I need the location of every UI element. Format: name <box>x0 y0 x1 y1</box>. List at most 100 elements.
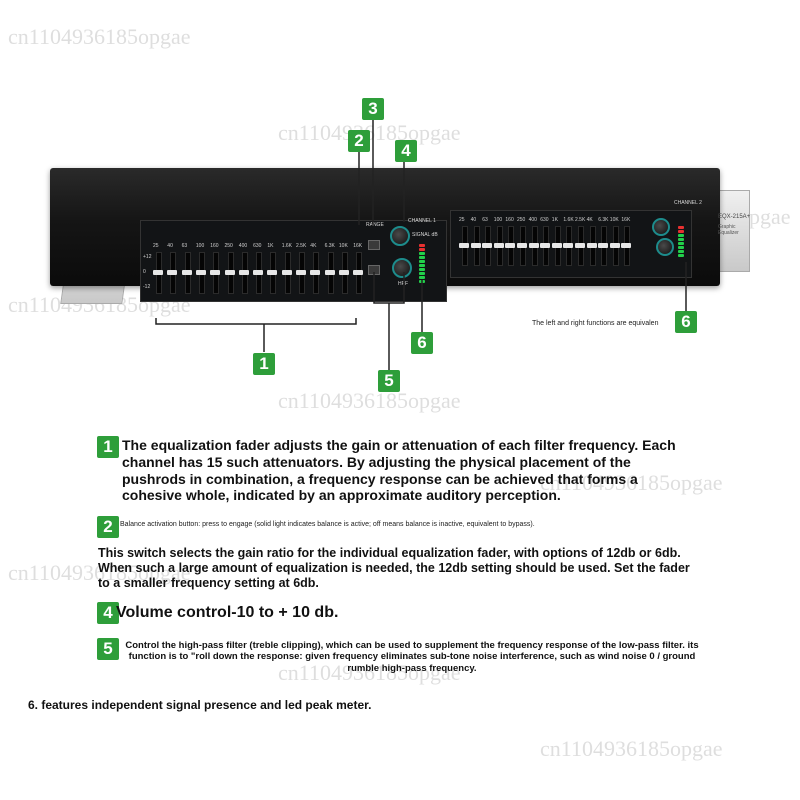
eq-fader-cap <box>459 243 469 248</box>
eq-frequency-label: 1.6K <box>281 243 292 249</box>
eq-fader-cap <box>493 243 504 248</box>
led-meter-segment <box>678 242 684 245</box>
item-4-text: Volume control-10 to + 10 db. <box>116 604 339 621</box>
ch2-hpf-knob <box>656 238 674 256</box>
eq-fader-cap <box>167 270 178 275</box>
eq-frequency-label: 630 <box>540 217 549 223</box>
eq-fader-cap <box>153 270 163 275</box>
eq-fader-cap <box>210 270 221 275</box>
eq-fader-cap <box>324 270 335 275</box>
eq-fader-cap <box>353 270 364 275</box>
channel-2-label: CHANNEL 2 <box>674 200 702 206</box>
eq-frequency-label: 16K <box>353 243 363 249</box>
text-badge-4: 4 <box>97 602 119 624</box>
eq-fader-cap <box>296 270 306 275</box>
eq-frequency-label: 160 <box>210 243 219 249</box>
text-badge-1: 1 <box>97 436 119 458</box>
callout-badge-6-right: 6 <box>675 311 697 333</box>
side-note: The left and right functions are equival… <box>532 320 659 327</box>
led-meter-segment <box>678 234 684 237</box>
eq-frequency-label: 16K <box>621 217 631 223</box>
callout-badge-6: 6 <box>411 332 433 354</box>
eq-fader-cap <box>224 270 235 275</box>
callout-badge-5: 5 <box>378 370 400 392</box>
eq-frequency-label: 1K <box>551 217 558 223</box>
signal-label: SIGNAL dB <box>412 232 438 238</box>
model-label: EQX-215A+ <box>718 214 751 220</box>
range-label: RANGE <box>366 222 384 228</box>
eq-fader-cap <box>563 243 574 248</box>
eq-fader-cap <box>470 243 481 248</box>
led-meter-segment <box>678 238 684 241</box>
db-mark-top: +12 <box>143 254 152 260</box>
eq-fader-cap <box>338 270 349 275</box>
led-meter-segment <box>419 256 425 259</box>
eq-frequency-label: 10K <box>609 217 619 223</box>
led-meter-segment <box>419 244 425 247</box>
led-meter-segment <box>419 252 425 255</box>
item-2-text: Balance activation button: press to enga… <box>120 521 535 528</box>
led-meter-segment <box>419 260 425 263</box>
eq-frequency-label: 25 <box>459 217 465 223</box>
eq-frequency-label: 100 <box>493 217 503 223</box>
eq-fader-cap <box>540 243 551 248</box>
item-5-text: Control the high-pass filter (treble cli… <box>125 640 699 674</box>
db-mark-mid: 0 <box>143 269 146 275</box>
led-meter-segment <box>419 248 425 251</box>
text-badge-2: 2 <box>97 516 119 538</box>
eq-fader-cap <box>181 270 192 275</box>
eq-fader-cap <box>586 243 597 248</box>
callout-badge-2: 2 <box>348 130 370 152</box>
eq-frequency-label: 63 <box>181 243 188 249</box>
eq-fader-cap <box>238 270 249 275</box>
channel-1-label: CHANNEL 1 <box>408 218 436 224</box>
item-3-text: This switch selects the gain ratio for t… <box>98 546 690 590</box>
eq-frequency-label: 63 <box>482 217 488 223</box>
eq-frequency-label: 2.5K <box>575 217 586 223</box>
range-knob <box>390 226 410 246</box>
item-1-text: The equalization fader adjusts the gain … <box>122 437 676 504</box>
eq-fader-cap <box>482 243 493 248</box>
subtitle-label: Graphic Equalizer <box>718 224 739 236</box>
eq-frequency-label: 160 <box>505 217 514 223</box>
eq-frequency-label: 25 <box>153 243 159 249</box>
eq-frequency-label: 40 <box>167 243 173 249</box>
led-meter-segment <box>419 264 425 267</box>
led-meter-segment <box>419 272 425 275</box>
eq-fader-cap <box>505 243 516 248</box>
eq-fader-cap <box>267 270 278 275</box>
eq-fader-cap <box>253 270 264 275</box>
eq-frequency-label: 400 <box>238 243 248 249</box>
eq-frequency-label: 1.6K <box>563 217 574 223</box>
eq-fader-cap <box>310 270 321 275</box>
eq-frequency-label: 100 <box>195 243 205 249</box>
eq-fader-cap <box>528 243 539 248</box>
eq-frequency-label: 2.5K <box>296 243 307 249</box>
eq-fader-cap <box>551 243 562 248</box>
eq-frequency-label: 630 <box>253 243 262 249</box>
led-meter-segment <box>678 254 684 257</box>
callout-badge-4: 4 <box>395 140 417 162</box>
text-badge-5: 5 <box>97 638 119 660</box>
eq-frequency-label: 40 <box>470 217 477 223</box>
hpf-label: HPF <box>398 281 408 287</box>
eq-frequency-label: 4K <box>310 243 317 249</box>
eq-frequency-label: 400 <box>528 217 537 223</box>
callout-badge-1: 1 <box>253 353 275 375</box>
eq-frequency-label: 10K <box>338 243 348 249</box>
eq-frequency-label: 6.3K <box>598 217 609 223</box>
led-meter-segment <box>678 250 684 253</box>
db-mark-bottom: -12 <box>143 284 151 290</box>
eq-fader-cap <box>598 243 609 248</box>
eq-frequency-label: 4K <box>586 217 593 223</box>
eq-fader-cap <box>195 270 206 275</box>
eq-fader-cap <box>517 243 527 248</box>
ch2-volume-knob <box>652 218 670 236</box>
item-6-text: 6. features independent signal presence … <box>28 698 372 712</box>
eq-fader-cap <box>575 243 585 248</box>
volume-knob <box>392 258 412 278</box>
eq-frequency-label: 1K <box>267 243 274 249</box>
led-meter-segment <box>419 268 425 271</box>
led-meter-segment <box>678 246 684 249</box>
eq-frequency-label: 250 <box>517 217 526 223</box>
